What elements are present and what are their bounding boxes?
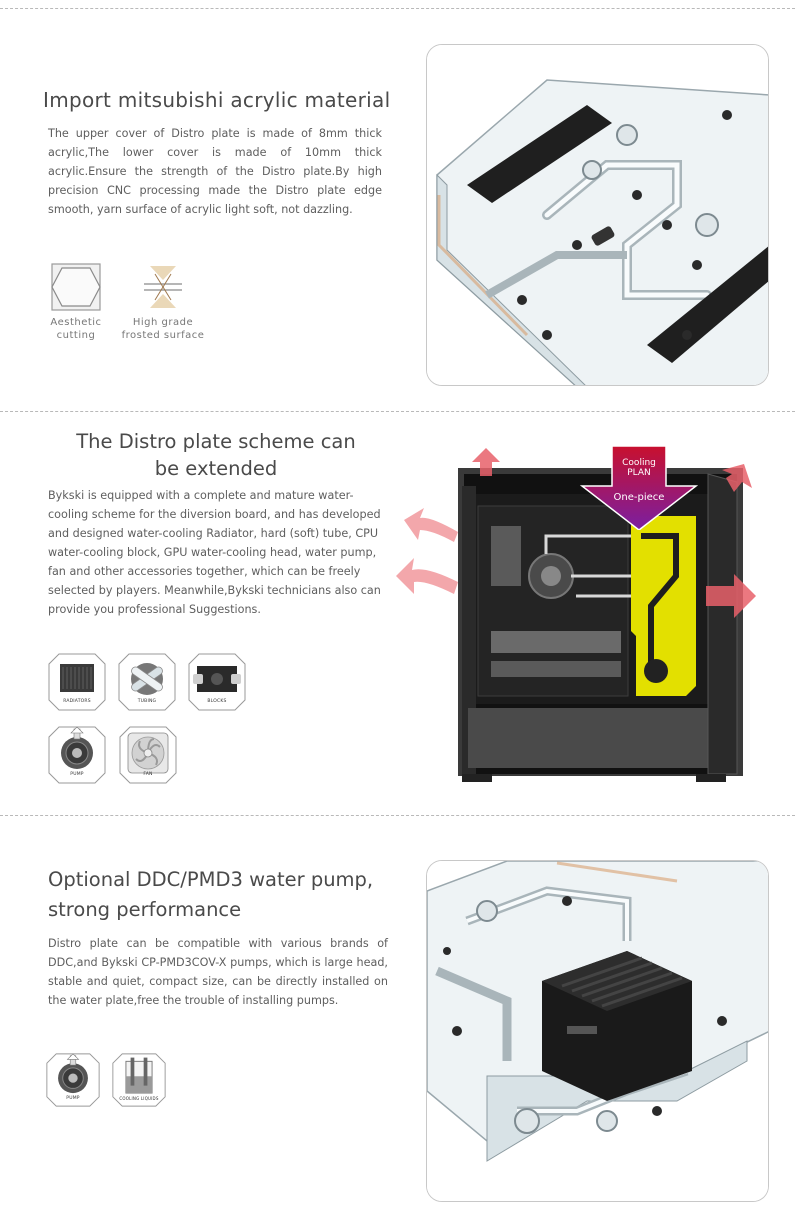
acrylic-plate-illustration <box>427 45 768 385</box>
section3-title-line2: strong performance <box>48 898 242 921</box>
feature-frosted-surface: High grade frosted surface <box>118 262 208 342</box>
pump-icon <box>46 1053 100 1107</box>
pc-case-illustration: Cooling PLAN One-piece <box>396 446 762 786</box>
tile-label: BLOCKS <box>207 699 227 704</box>
feature-label: Aesthetic <box>50 317 102 328</box>
tile-pump: PUMP <box>45 1052 101 1108</box>
tile-label: TUBING <box>137 699 157 704</box>
section-divider <box>0 815 795 816</box>
top-divider <box>0 8 795 9</box>
blocks-icon <box>188 653 246 711</box>
tile-blocks: BLOCKS <box>187 652 247 712</box>
section1-body: The upper cover of Distro plate is made … <box>48 127 382 216</box>
section-divider <box>0 411 795 412</box>
tile-label: FAN <box>143 772 153 777</box>
callout-line2: PLAN <box>627 468 651 478</box>
tile-cooling-liquids: COOLING LIQUIDS <box>111 1052 167 1108</box>
pump-on-plate-illustration <box>427 861 768 1201</box>
feature-label: High grade <box>132 317 194 328</box>
distro-plate-photo-top <box>426 44 769 386</box>
fan-icon <box>119 726 177 784</box>
tile-tubing: TUBING <box>117 652 177 712</box>
tubing-icon <box>118 653 176 711</box>
section3-body: Distro plate can be compatible with vari… <box>48 937 388 1007</box>
pump-icon <box>48 726 106 784</box>
tile-fan: FAN <box>118 725 178 785</box>
section2-title-line1: The Distro plate scheme can <box>76 430 356 453</box>
tile-label: COOLING LIQUIDS <box>119 1096 159 1101</box>
section3-title-line1: Optional DDC/PMD3 water pump, <box>48 868 374 891</box>
section2-body: Bykski is equipped with a complete and m… <box>48 489 381 616</box>
feature-label: frosted surface <box>121 330 205 341</box>
section1-title: Import mitsubishi acrylic material <box>43 88 391 112</box>
section-acrylic-material: Import mitsubishi acrylic material The u… <box>0 0 795 410</box>
tile-pump: PUMP <box>47 725 107 785</box>
section-distro-scheme: The Distro plate scheme can be extended … <box>0 412 795 814</box>
section-water-pump: Optional DDC/PMD3 water pump, strong per… <box>0 816 795 1209</box>
hexagon-cut-icon <box>51 263 101 311</box>
feature-aesthetic-cutting: Aesthetic cutting <box>40 262 112 342</box>
tile-label: PUMP <box>70 772 84 777</box>
pump-plate-photo <box>426 860 769 1202</box>
feature-label: cutting <box>56 330 96 341</box>
frosted-surface-icon <box>144 266 182 308</box>
tile-label: PUMP <box>66 1096 80 1101</box>
cooling-liquid-icon <box>112 1053 166 1107</box>
callout-line1: Cooling <box>622 458 656 468</box>
callout-line3: One-piece <box>613 492 665 503</box>
tile-radiators: RADIATORS <box>47 652 107 712</box>
cooling-plan-callout: Cooling PLAN One-piece <box>580 446 698 530</box>
section2-title-line2: be extended <box>154 457 278 480</box>
radiator-icon <box>48 653 106 711</box>
tile-label: RADIATORS <box>63 699 91 704</box>
